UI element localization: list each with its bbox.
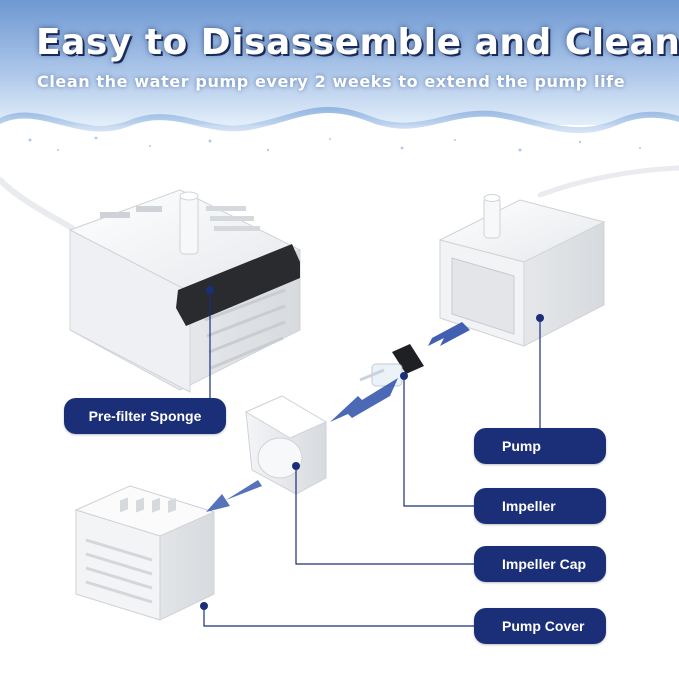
pump-body — [438, 165, 679, 347]
pump-cover-label: Pump Cover — [474, 608, 606, 644]
impeller-cap-label: Impeller Cap — [474, 546, 606, 582]
pump-label: Pump — [474, 428, 606, 464]
leader-dot-icon — [200, 286, 544, 610]
page-subtitle: Clean the water pump every 2 weeks to ex… — [37, 72, 626, 91]
impeller-label: Impeller — [474, 488, 606, 524]
header-background — [0, 0, 679, 170]
assembled-pump — [0, 177, 302, 393]
impeller-cap-part — [244, 395, 328, 495]
assembly-arrow-icon — [206, 322, 470, 512]
pump-cover-part — [74, 485, 216, 621]
water-droplets — [28, 136, 641, 152]
page-title: Easy to Disassemble and Clean — [36, 22, 679, 63]
prefilter-sponge-label: Pre-filter Sponge — [64, 398, 226, 434]
prefilter-sponge — [176, 244, 300, 326]
impeller-part — [359, 344, 424, 387]
